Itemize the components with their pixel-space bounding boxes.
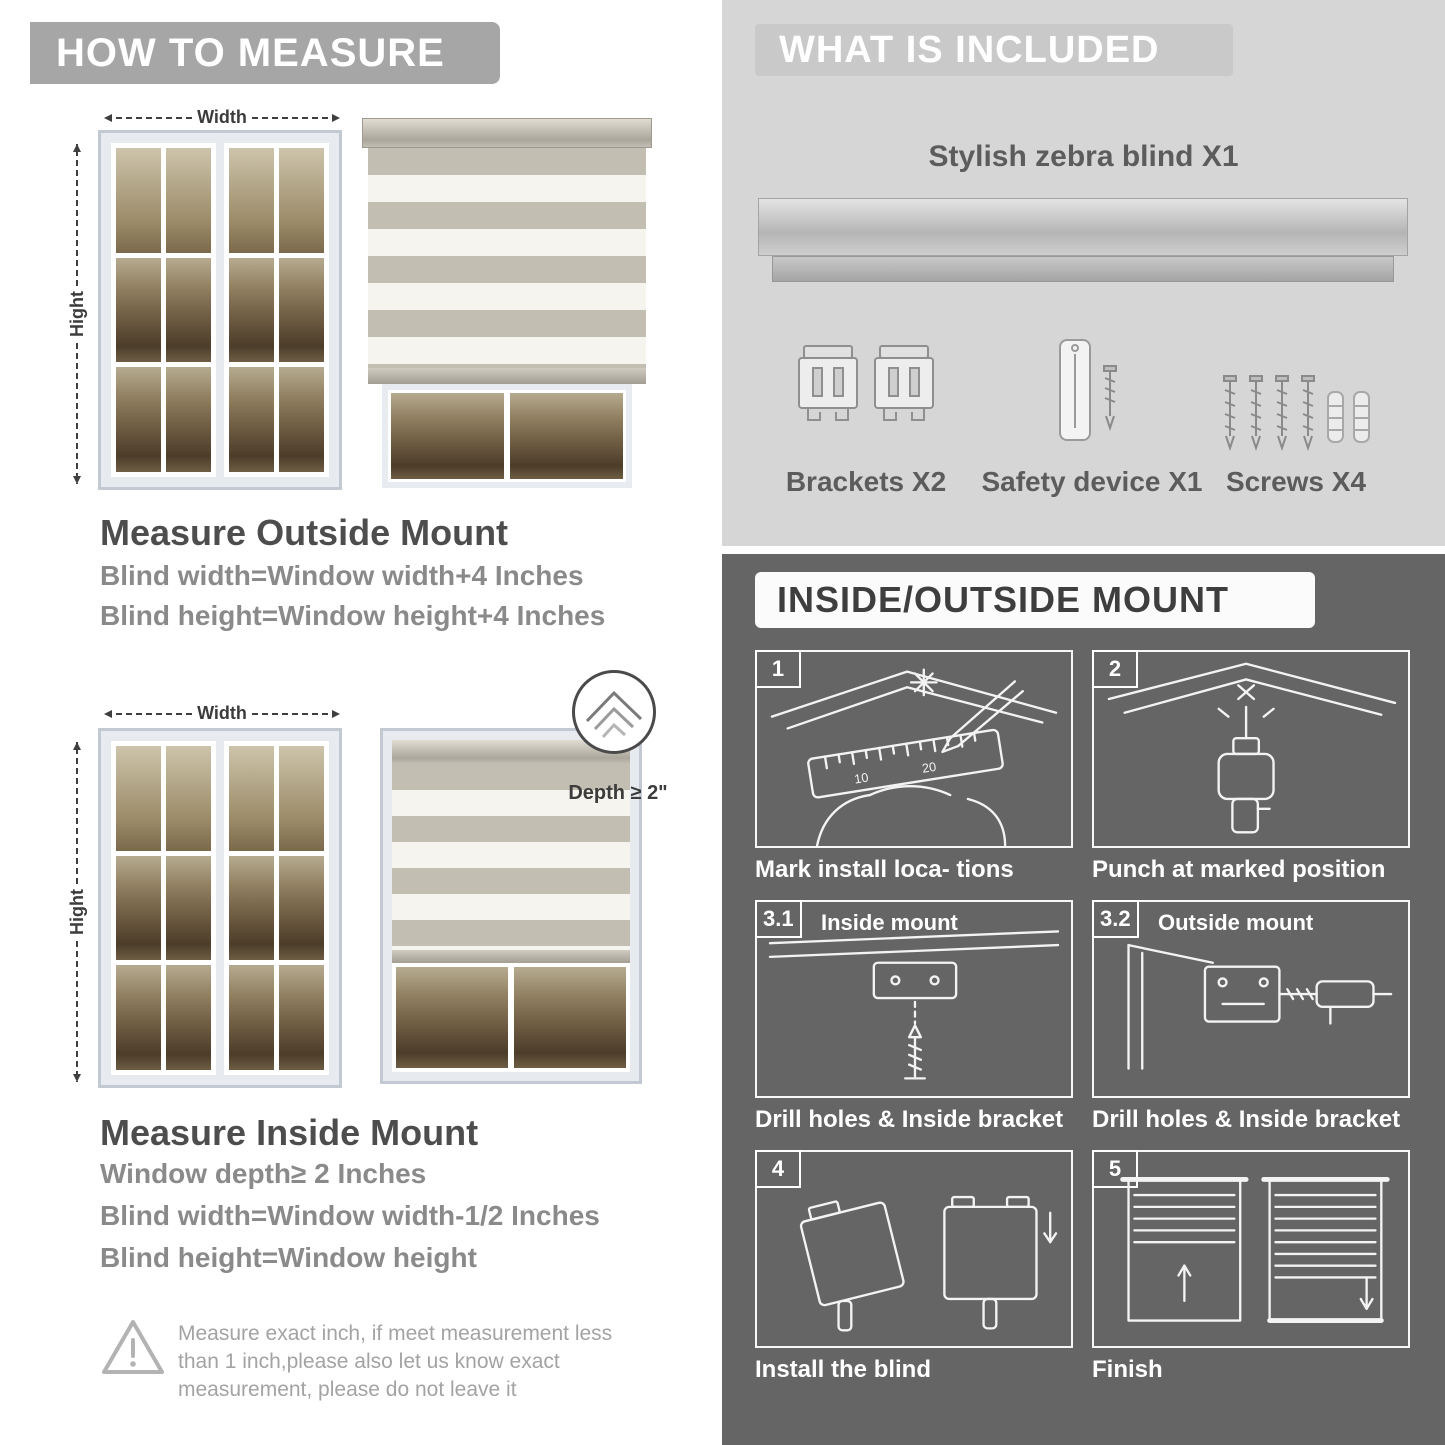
window-illustration-outside — [98, 130, 342, 490]
step-2-caption: Punch at marked position — [1092, 856, 1386, 883]
width-label-outside: Width — [197, 107, 247, 127]
height-dimension-arrow-inside: Hight — [67, 742, 87, 1082]
step-5-box: 5 — [1092, 1150, 1410, 1348]
step-1-caption: Mark install loca- tions — [755, 856, 1014, 883]
blind-stripes — [392, 764, 630, 950]
inside-rule-width: Blind width=Window width-1/2 Inches — [100, 1200, 600, 1231]
install-blind-illustration — [799, 1195, 1058, 1332]
bracket-icon — [798, 345, 858, 421]
height-label-inside: Hight — [67, 889, 87, 935]
width-dimension-arrow-outside: Width — [104, 107, 340, 127]
height-label-outside: Hight — [67, 291, 87, 337]
window-below-blind — [392, 963, 630, 1072]
step-3-2-caption: Drill holes & Inside bracket — [1092, 1106, 1401, 1133]
bracket-icon — [874, 345, 934, 421]
width-dimension-arrow-inside: Width — [104, 703, 340, 723]
measure-warning-text: Measure exact inch, if meet measurement … — [178, 1322, 613, 1401]
step-2-number: 2 — [1092, 650, 1138, 688]
outside-rule-width: Blind width=Window width+4 Inches — [100, 560, 584, 591]
depth-note: Depth ≥ 2" — [568, 782, 668, 804]
window-sash — [111, 143, 216, 477]
depth-detail-icon — [585, 690, 643, 739]
step-5-caption: Finish — [1092, 1356, 1163, 1383]
step-3-1-caption: Drill holes & Inside bracket — [755, 1106, 1064, 1133]
step-3-1-label: Inside mount — [821, 910, 958, 935]
inside-bracket-illustration — [768, 930, 1060, 1080]
what-is-included-header: WHAT IS INCLUDED — [755, 24, 1233, 76]
blind-bottom-rail — [368, 368, 646, 384]
svg-text:20: 20 — [921, 759, 937, 776]
inside-outside-mount-header: INSIDE/OUTSIDE MOUNT — [755, 572, 1315, 628]
how-to-measure-header: HOW TO MEASURE — [30, 22, 500, 84]
step-3-1-box: 3.1 Inside mount — [755, 900, 1073, 1098]
step-3-2-box: 3.2 Outside mount — [1092, 900, 1410, 1098]
step-1-number: 1 — [755, 650, 801, 688]
outside-rule-height: Blind height=Window height+4 Inches — [100, 600, 606, 631]
brackets-label: Brackets X2 — [785, 466, 947, 497]
step-1-box: 1 — [755, 650, 1073, 848]
outside-mount-title: Measure Outside Mount — [100, 512, 509, 553]
step-2-box: 2 — [1092, 650, 1410, 848]
depth-callout-circle — [572, 670, 656, 754]
svg-text:10: 10 — [853, 769, 869, 786]
mark-locations-illustration: 10 20 — [770, 668, 1058, 846]
safety-device-icon — [1059, 339, 1117, 441]
step-4-number: 4 — [755, 1150, 801, 1188]
drill-illustration — [1107, 662, 1397, 834]
zebra-blind-outside-illustration — [362, 118, 652, 488]
step-5-number: 5 — [1092, 1150, 1138, 1188]
window-sash — [111, 741, 216, 1075]
step-3-1-number: 3.1 — [755, 900, 802, 938]
blind-bottom-rail — [392, 950, 630, 963]
zebra-blind-inside-illustration — [380, 728, 642, 1084]
step-3-2-label: Outside mount — [1158, 910, 1314, 935]
screws-icon — [1223, 375, 1315, 452]
safety-device-label: Safety device X1 — [981, 466, 1203, 497]
window-sash — [224, 741, 329, 1075]
blind-stripes — [368, 148, 646, 368]
included-blind-label: Stylish zebra blind X1 — [928, 140, 1239, 173]
mount-section-background — [722, 554, 1445, 1445]
blind-headrail — [362, 118, 652, 148]
wall-anchors-icon — [1327, 391, 1370, 443]
zebra-blind-lower-rail-illustration — [772, 256, 1394, 282]
finish-illustration — [1120, 1176, 1390, 1323]
inside-rule-height: Blind height=Window height — [100, 1242, 477, 1273]
warning-triangle-icon — [102, 1320, 164, 1374]
step-4-caption: Install the blind — [755, 1356, 932, 1383]
height-dimension-arrow-outside: Hight — [67, 144, 87, 484]
step-4-box: 4 — [755, 1150, 1073, 1348]
window-below-blind — [382, 384, 632, 488]
inside-rule-depth: Window depth≥ 2 Inches — [100, 1158, 427, 1189]
step-3-2-number: 3.2 — [1092, 900, 1139, 938]
window-sash — [224, 143, 329, 477]
window-illustration-inside — [98, 728, 342, 1088]
width-label-inside: Width — [197, 703, 247, 723]
inside-mount-title: Measure Inside Mount — [100, 1112, 479, 1153]
zebra-blind-headrail-illustration — [758, 198, 1408, 256]
outside-bracket-illustration — [1127, 943, 1393, 1070]
screws-label: Screws X4 — [1225, 466, 1367, 497]
